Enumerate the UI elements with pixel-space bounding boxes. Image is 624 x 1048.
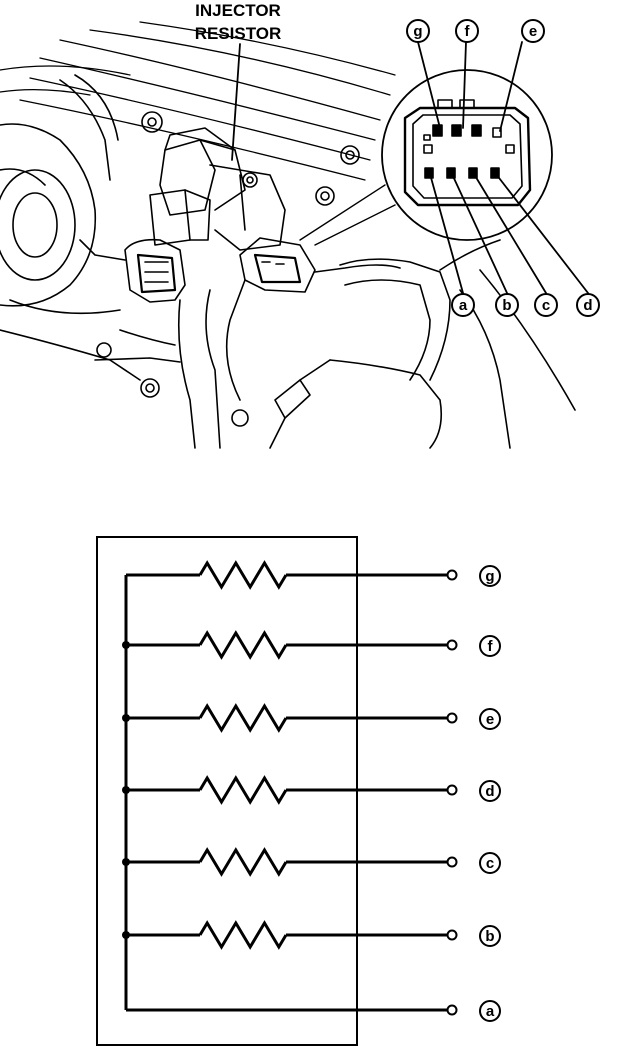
connector-inset xyxy=(299,69,553,246)
left-connector xyxy=(79,238,186,303)
terminal-label-circle-f xyxy=(479,635,501,657)
svg-text:b: b xyxy=(502,297,511,314)
resistor-row-g xyxy=(126,560,448,590)
terminal-label-b: b xyxy=(485,928,494,945)
svg-text:f: f xyxy=(465,23,471,40)
terminal-label-circle-g xyxy=(479,565,501,587)
ribbed-cover xyxy=(0,21,396,181)
junction-dot xyxy=(122,858,130,866)
hoses xyxy=(94,239,576,449)
resistor-schematic: g f e d c b a xyxy=(96,536,501,1046)
resistor-row-f xyxy=(122,630,448,660)
terminal-label-g: g xyxy=(485,568,494,585)
terminal-label-f: f xyxy=(488,638,494,655)
terminal-g xyxy=(446,569,458,581)
label-injector: INJECTOR xyxy=(195,1,281,20)
resistor-row-b xyxy=(122,920,448,950)
terminal-label-circle-d xyxy=(479,780,501,802)
injector-resistor-body xyxy=(149,127,286,251)
svg-text:d: d xyxy=(583,297,592,314)
svg-text:a: a xyxy=(459,297,468,314)
resistor-row-e xyxy=(122,703,448,733)
label-leader-line xyxy=(231,43,241,161)
label-resistor: RESISTOR xyxy=(195,24,282,43)
terminal-c xyxy=(446,856,458,868)
terminal-label-circle-b xyxy=(479,925,501,947)
terminal-label-circle-c xyxy=(479,852,501,874)
harness-connector xyxy=(225,237,401,401)
engine-bay-illustration xyxy=(0,21,589,449)
resistor-symbol xyxy=(198,920,288,950)
callout-d: d xyxy=(576,293,600,317)
resistor-symbol xyxy=(198,847,288,877)
junction-dot xyxy=(122,641,130,649)
bolt-heads xyxy=(96,111,360,427)
terminal-label-e: e xyxy=(486,711,494,728)
svg-text:g: g xyxy=(413,23,422,40)
terminal-b xyxy=(446,929,458,941)
resistor-row-c xyxy=(122,847,448,877)
resistor-symbol xyxy=(198,703,288,733)
terminal-d xyxy=(446,784,458,796)
callout-c: c xyxy=(534,293,558,317)
callout-f: f xyxy=(455,19,479,43)
svg-text:c: c xyxy=(542,297,550,314)
terminal-label-d: d xyxy=(485,783,494,800)
callout-a: a xyxy=(451,293,475,317)
terminal-label-circle-a xyxy=(479,1000,501,1022)
terminal-label-c: c xyxy=(486,855,494,872)
resistor-symbol xyxy=(198,775,288,805)
junction-dot xyxy=(122,786,130,794)
terminal-label-a: a xyxy=(486,1003,495,1020)
junction-dot xyxy=(122,714,130,722)
callout-e: e xyxy=(521,19,545,43)
svg-text:e: e xyxy=(529,23,537,40)
callout-b: b xyxy=(495,293,519,317)
resistor-symbol xyxy=(198,560,288,590)
terminal-e xyxy=(446,712,458,724)
terminal-label-circle-e xyxy=(479,708,501,730)
terminal-a xyxy=(446,1004,458,1016)
callout-g: g xyxy=(406,19,430,43)
junction-dot xyxy=(122,931,130,939)
resistor-symbol xyxy=(198,630,288,660)
callout-leaders xyxy=(417,41,589,294)
terminal-f xyxy=(446,639,458,651)
resistor-row-d xyxy=(122,775,448,805)
